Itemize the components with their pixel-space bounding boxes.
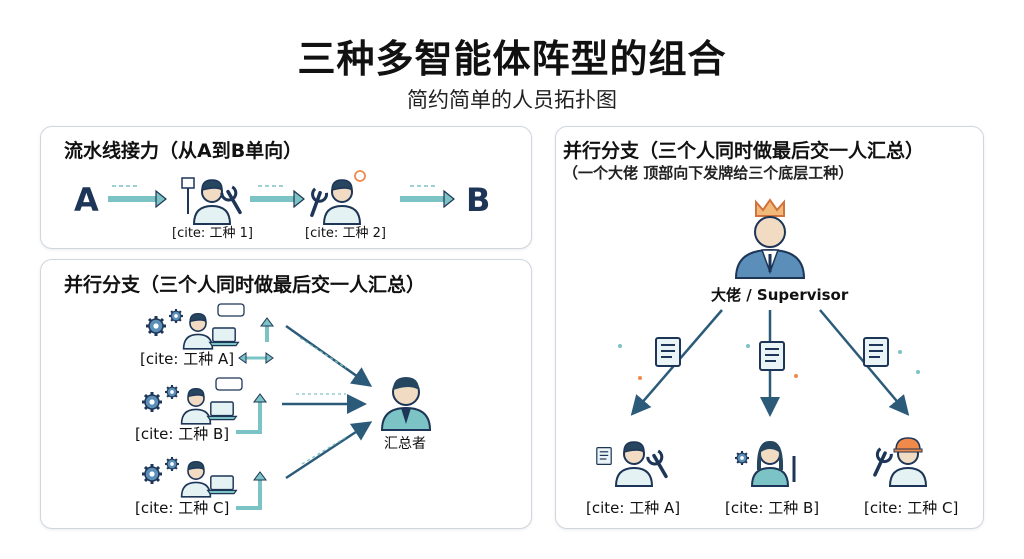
pipeline-worker2-icon — [303, 170, 366, 225]
aggregator-icon — [380, 377, 432, 431]
pipeline-worker2-label: [cite: 工种 2] — [305, 226, 386, 241]
hierarchy-worker-a-icon — [596, 441, 674, 487]
hierarchy-worker-c-icon — [866, 437, 927, 487]
hierarchy-subheading: （一个大佬 顶部向下发牌给三个底层工种） — [563, 164, 854, 182]
boss-label: 大佬 / Supervisor — [711, 286, 849, 304]
parallel-heading: 并行分支（三个人同时做最后交一人汇总） — [64, 274, 426, 296]
parallel-worker-a-label: [cite: 工种 A] — [140, 350, 235, 368]
hierarchy-doc-c-icon — [863, 337, 889, 367]
pipeline-arrow-2 — [250, 185, 305, 209]
page-subtitle: 简约简单的人员拓扑图 — [407, 88, 617, 112]
hierarchy-doc-a-icon — [655, 337, 681, 367]
parallel-worker-c-icon — [140, 455, 238, 498]
page-title: 三种多智能体阵型的组合 — [297, 37, 727, 81]
hierarchy-worker-a-label: [cite: 工种 A] — [586, 499, 681, 517]
pipeline-worker1-icon — [181, 177, 248, 225]
parallel-panel — [40, 259, 532, 529]
hierarchy-heading: 并行分支（三个人同时做最后交一人汇总） — [563, 140, 925, 162]
boss-icon — [734, 198, 806, 279]
parallel-converge-arrows — [282, 324, 373, 480]
pipeline-end-label: B — [466, 181, 491, 219]
pipeline-start-label: A — [74, 181, 99, 219]
parallel-worker-b-arrow — [236, 393, 267, 434]
pipeline-arrow-1 — [108, 185, 167, 209]
pipeline-heading: 流水线接力（从A到B单向） — [64, 140, 303, 162]
hierarchy-worker-b-label: [cite: 工种 B] — [725, 499, 820, 517]
parallel-worker-b-icon — [140, 377, 243, 425]
pipeline-panel — [40, 126, 532, 249]
parallel-worker-c-label: [cite: 工种 C] — [135, 499, 230, 517]
parallel-worker-b-label: [cite: 工种 B] — [135, 425, 230, 443]
pipeline-arrow-3 — [400, 185, 455, 209]
parallel-worker-a-arrows — [238, 317, 274, 364]
pipeline-worker1-label: [cite: 工种 1] — [172, 226, 253, 241]
hierarchy-worker-b-icon — [733, 440, 796, 487]
parallel-worker-c-arrow — [236, 471, 267, 510]
parallel-worker-a-icon — [144, 303, 245, 350]
aggregator-label: 汇总者 — [384, 436, 426, 452]
hierarchy-doc-b-icon — [759, 341, 785, 371]
hierarchy-worker-c-label: [cite: 工种 C] — [864, 499, 959, 517]
